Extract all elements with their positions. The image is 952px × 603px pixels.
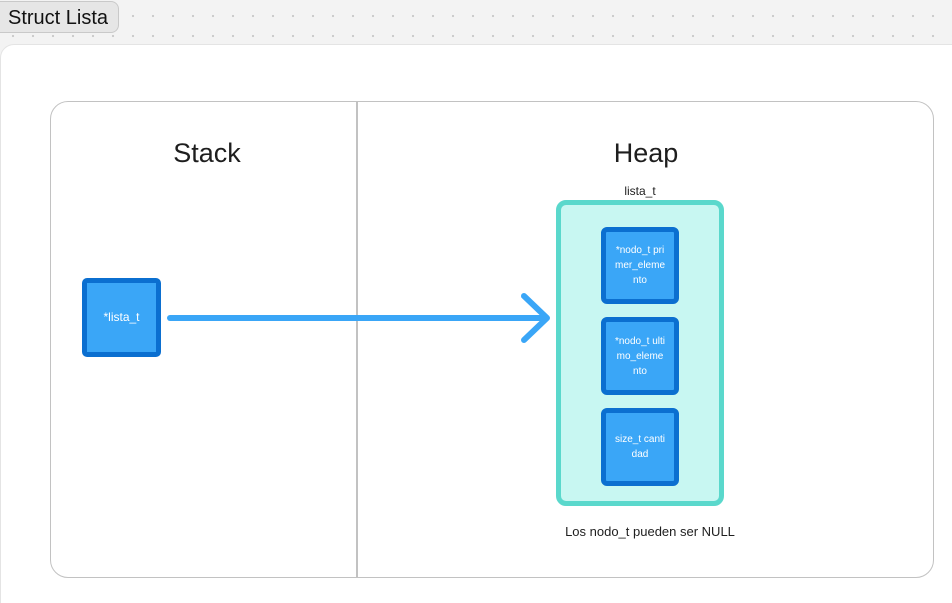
- field-label: *nodo_t primer_elemento: [614, 245, 666, 286]
- field-ultimo-elemento[interactable]: *nodo_t ultimo_elemento: [601, 317, 679, 395]
- stack-title: Stack: [173, 138, 241, 168]
- stack-heap-divider: [356, 101, 358, 578]
- frame-label[interactable]: Struct Lista: [0, 1, 120, 33]
- field-label: size_t cantidad: [614, 434, 666, 460]
- field-cantidad[interactable]: size_t cantidad: [601, 408, 679, 486]
- field-primer-elemento[interactable]: *nodo_t primer_elemento: [601, 227, 679, 304]
- memory-diagram-container[interactable]: [50, 101, 934, 578]
- stack-pointer-label: *lista_t: [103, 310, 140, 324]
- struct-name-label: lista_t: [624, 184, 656, 198]
- null-note: Los nodo_t pueden ser NULL: [565, 524, 735, 539]
- heap-title: Heap: [613, 138, 679, 168]
- stack-pointer-node[interactable]: *lista_t: [82, 278, 161, 357]
- field-label: *nodo_t ultimo_elemento: [614, 335, 666, 377]
